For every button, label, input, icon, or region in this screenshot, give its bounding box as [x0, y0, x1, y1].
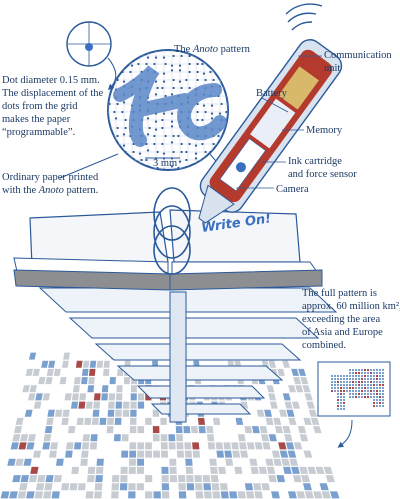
exploded-layers: [38, 287, 338, 423]
pen-leaders: [236, 55, 322, 189]
signal-waves-icon: [285, 3, 323, 31]
dot-info-line-2: The displacement of the: [2, 88, 104, 99]
camera-label: Camera: [276, 184, 309, 195]
dot-info-line-3: dots from the grid: [2, 101, 78, 112]
labels: Dot diameter 0.15 mm. The displacement o…: [2, 44, 400, 351]
paper-line-2: with the Anoto pattern.: [2, 185, 98, 196]
dot-info-line-1: Dot diameter 0.15 mm.: [2, 75, 100, 86]
memory-label: Memory: [306, 125, 343, 136]
communication-unit-label-1: Communication: [324, 50, 392, 61]
ink-cartridge-label-1: Ink cartridge: [288, 156, 342, 167]
full-pattern-line-2: approx. 60 million km²,: [302, 301, 400, 312]
paper-line-1: Ordinary paper printed: [2, 172, 99, 183]
world-map-icon: [317, 361, 391, 448]
single-dot-icon: [66, 21, 117, 91]
scale-label: 3 mm: [153, 158, 177, 169]
full-pattern-line-3: exceeding the area: [302, 314, 380, 325]
full-pattern-line-5: combined.: [302, 340, 346, 351]
full-pattern-line-1: The full pattern is: [302, 288, 377, 299]
battery-label: Battery: [256, 88, 288, 99]
communication-unit-label-2: unit: [324, 63, 340, 74]
dot-info-line-4: makes the paper: [2, 114, 71, 125]
anoto-pattern-label: The Anoto pattern: [174, 44, 251, 55]
full-pattern-line-4: of Asia and Europe: [302, 327, 383, 338]
magnifier-icon: 3 mm: [59, 49, 241, 191]
notebook-icon: [13, 187, 323, 291]
pen-icon: [198, 39, 343, 224]
dot-info-line-5: “programmable”.: [2, 127, 75, 138]
ink-cartridge-label-2: and force sensor: [288, 169, 357, 180]
